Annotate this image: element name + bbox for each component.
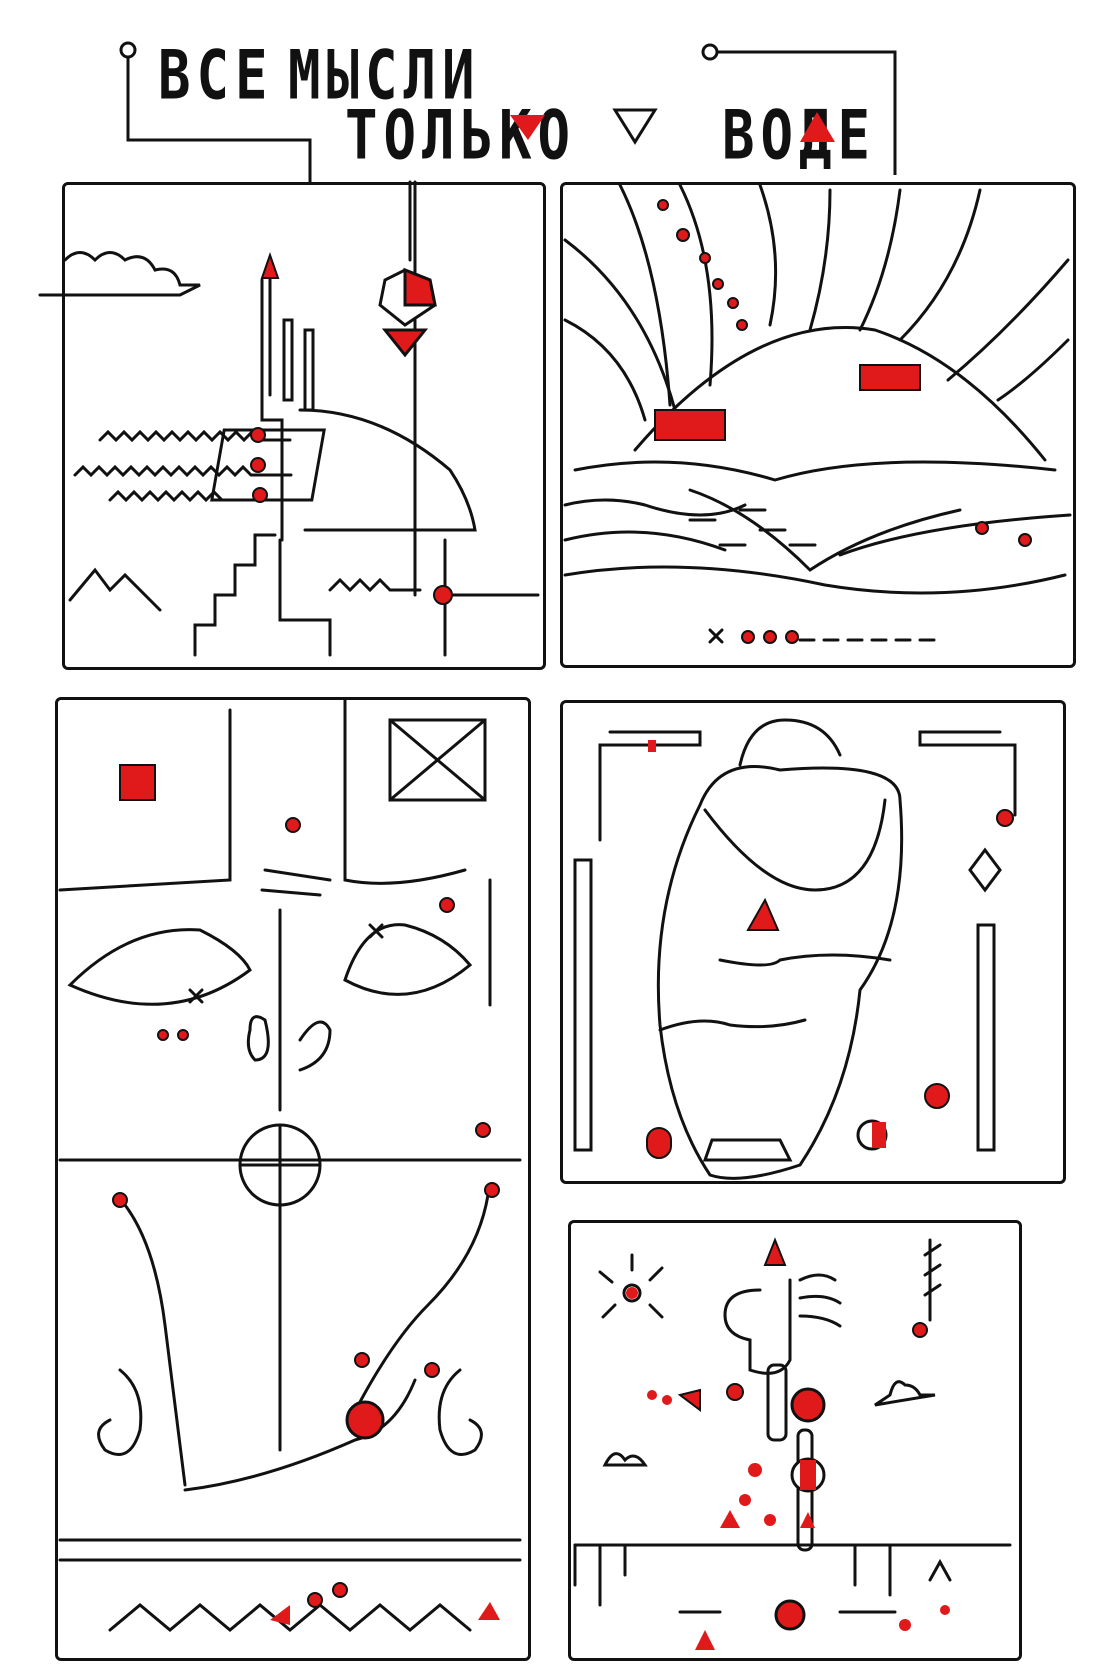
title-word-vse: ВСЕ (158, 36, 274, 115)
left-eye (67, 928, 252, 1006)
mountain-icon (68, 567, 162, 612)
diamond-icon (968, 847, 1002, 893)
sun-burst-icon (598, 1253, 664, 1319)
wave-line-1 (98, 429, 292, 443)
hill-outline (633, 326, 1047, 462)
zigzag-ground (108, 1603, 472, 1632)
right-pillar (976, 923, 996, 1152)
wave-line-2 (73, 464, 293, 478)
panel-tower-coastline (62, 182, 546, 670)
vase-outline (656, 765, 904, 1180)
tower-wing (298, 408, 477, 532)
shaman-figure (723, 1278, 792, 1375)
red-box-icon (119, 764, 156, 801)
red-tent-icon (746, 897, 780, 931)
spiral-right-icon (437, 1368, 483, 1456)
panel-sunrise-hill (560, 182, 1076, 668)
title-word-tolko: ТОЛЬКО (345, 96, 577, 175)
title-red-triangle-1 (510, 115, 545, 140)
cloud-icon (38, 251, 201, 297)
title-o-triangle (612, 108, 658, 145)
red-city-right (859, 364, 921, 391)
figure-head-icon (345, 1400, 385, 1440)
branch-icon (923, 1238, 942, 1322)
wave-line-3 (108, 489, 284, 503)
panel-vase-frame (560, 700, 1066, 1184)
title-red-triangle-2 (800, 112, 835, 142)
title-word-vode: ВОДЕ (722, 96, 877, 175)
red-city-left (654, 409, 726, 441)
red-hat-icon (763, 1237, 787, 1266)
window-box-icon (388, 718, 487, 802)
panel-shaman-figure (568, 1220, 1022, 1661)
left-pillar (573, 858, 593, 1152)
title-word-mysli: МЫСЛИ (288, 36, 481, 115)
panel-face-and-figure (55, 697, 531, 1661)
spiral-left-icon (97, 1368, 143, 1456)
cross-mark-icon (708, 628, 724, 644)
